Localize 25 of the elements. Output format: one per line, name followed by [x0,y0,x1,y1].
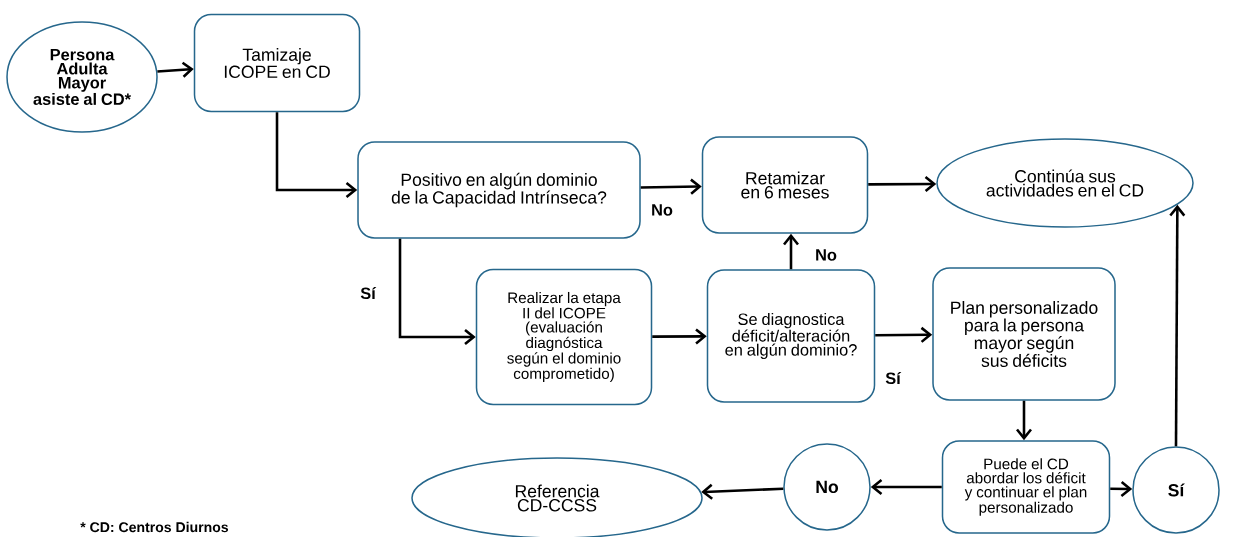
arrow [875,326,933,343]
arrow [1016,400,1032,441]
arrow [398,238,476,345]
edge-label: Sí [884,370,902,386]
process-box: Se diagnostica déficit/alteración en algún dominio? [706,269,876,403]
process-box: Tamizaje ICOPE en CD [193,13,361,113]
arrow [870,479,942,495]
edge-label: No [649,203,675,217]
process-box: Realizar la etapa II del ICOPE (evaluación diagnóstica según el dominio comprometido) [475,268,653,406]
arrow [1169,204,1186,447]
arrow [275,112,358,198]
edge-label: No [813,248,839,262]
process-box: Retamizar en 6 meses [701,136,869,234]
arrow [1110,480,1133,497]
arrow [157,61,194,78]
footnote: * CD: Centros Diurnos [80,521,229,533]
arrow [783,233,799,270]
edge-label: Sí [359,285,377,301]
arrow [868,176,937,192]
arrow [701,483,784,500]
process-box: Plan personalizado para la persona mayor según sus déficits [932,267,1116,401]
process-box: Puede el CD abordar los déficit y continuar el plan personalizado [941,440,1111,534]
arrow [640,178,702,195]
process-box: Positivo en algún dominio de la Capacidad Intrínseca? [357,141,641,239]
arrow [652,328,707,345]
